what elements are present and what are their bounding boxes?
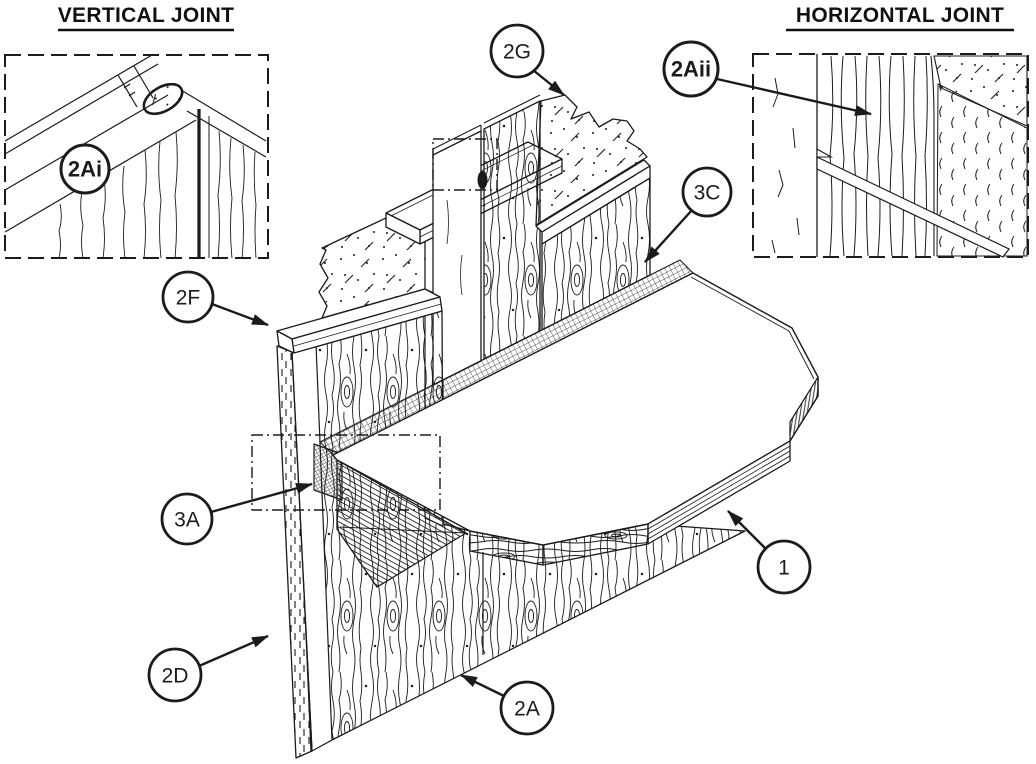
vertical-joint-reference-box (432, 138, 498, 191)
callout-2Ai: 2Ai (59, 143, 111, 195)
deck-edge-board-right (647, 440, 791, 545)
deck (251, 272, 819, 588)
wall-end-trim-top-2F (276, 288, 443, 354)
joint-sealant-bead (142, 82, 184, 116)
callout-2G: 2G (489, 23, 565, 96)
callout-2D: 2D (147, 634, 269, 703)
vertical-joint-drawing (4, 54, 267, 259)
callout-1-label: 1 (778, 557, 790, 580)
deck-edge-line (690, 276, 815, 380)
callout-2Aii-label: 2Aii (671, 57, 711, 82)
horizontal-joint-title: HORIZONTAL JOINT (796, 4, 1004, 27)
horizontal-joint-drawing (771, 54, 1028, 258)
z-flashing (816, 156, 1010, 258)
callout-3C-label: 3C (694, 182, 721, 205)
vertical-joint-sealant (477, 171, 488, 189)
callout-2Aii-leader (716, 77, 872, 116)
deck-rim-board-end (336, 459, 467, 588)
callout-2Ai-label: 2Ai (68, 157, 102, 182)
horizontal-joint-border (752, 53, 1029, 258)
sheathing-torn-region (535, 94, 648, 226)
z-flashing-notch (816, 148, 834, 158)
callout-2Aii: 2Aii (662, 40, 872, 116)
deck-edge-board-left (469, 530, 544, 566)
callout-2A-label: 2A (514, 698, 540, 721)
horizontal-trim (535, 159, 651, 245)
vertical-joint-border (4, 54, 269, 259)
main-isometric-view (251, 94, 819, 759)
callout-3A-label: 3A (174, 509, 200, 532)
horizontal-joint-reference-box (251, 434, 441, 511)
callout-2F-label: 2F (176, 287, 201, 310)
callout-1: 1 (727, 510, 812, 595)
callout-2G-label: 2G (503, 41, 531, 64)
vertical-joint-title: VERTICAL JOINT (58, 4, 235, 27)
callout-2F: 2F (161, 270, 269, 327)
vertical-joint-inset: VERTICAL JOINT (4, 4, 269, 259)
callout-3C: 3C (644, 166, 733, 263)
callout-3A: 3A (160, 482, 313, 546)
callout-2A: 2A (460, 673, 555, 736)
horizontal-joint-inset: HORIZONTAL JOINT 2Aii (662, 4, 1029, 258)
callout-2D-label: 2D (162, 665, 189, 688)
siding-panel-upper (483, 94, 541, 360)
callouts: 2G 3C 2F 3A 2D 2A 1 (147, 23, 812, 736)
